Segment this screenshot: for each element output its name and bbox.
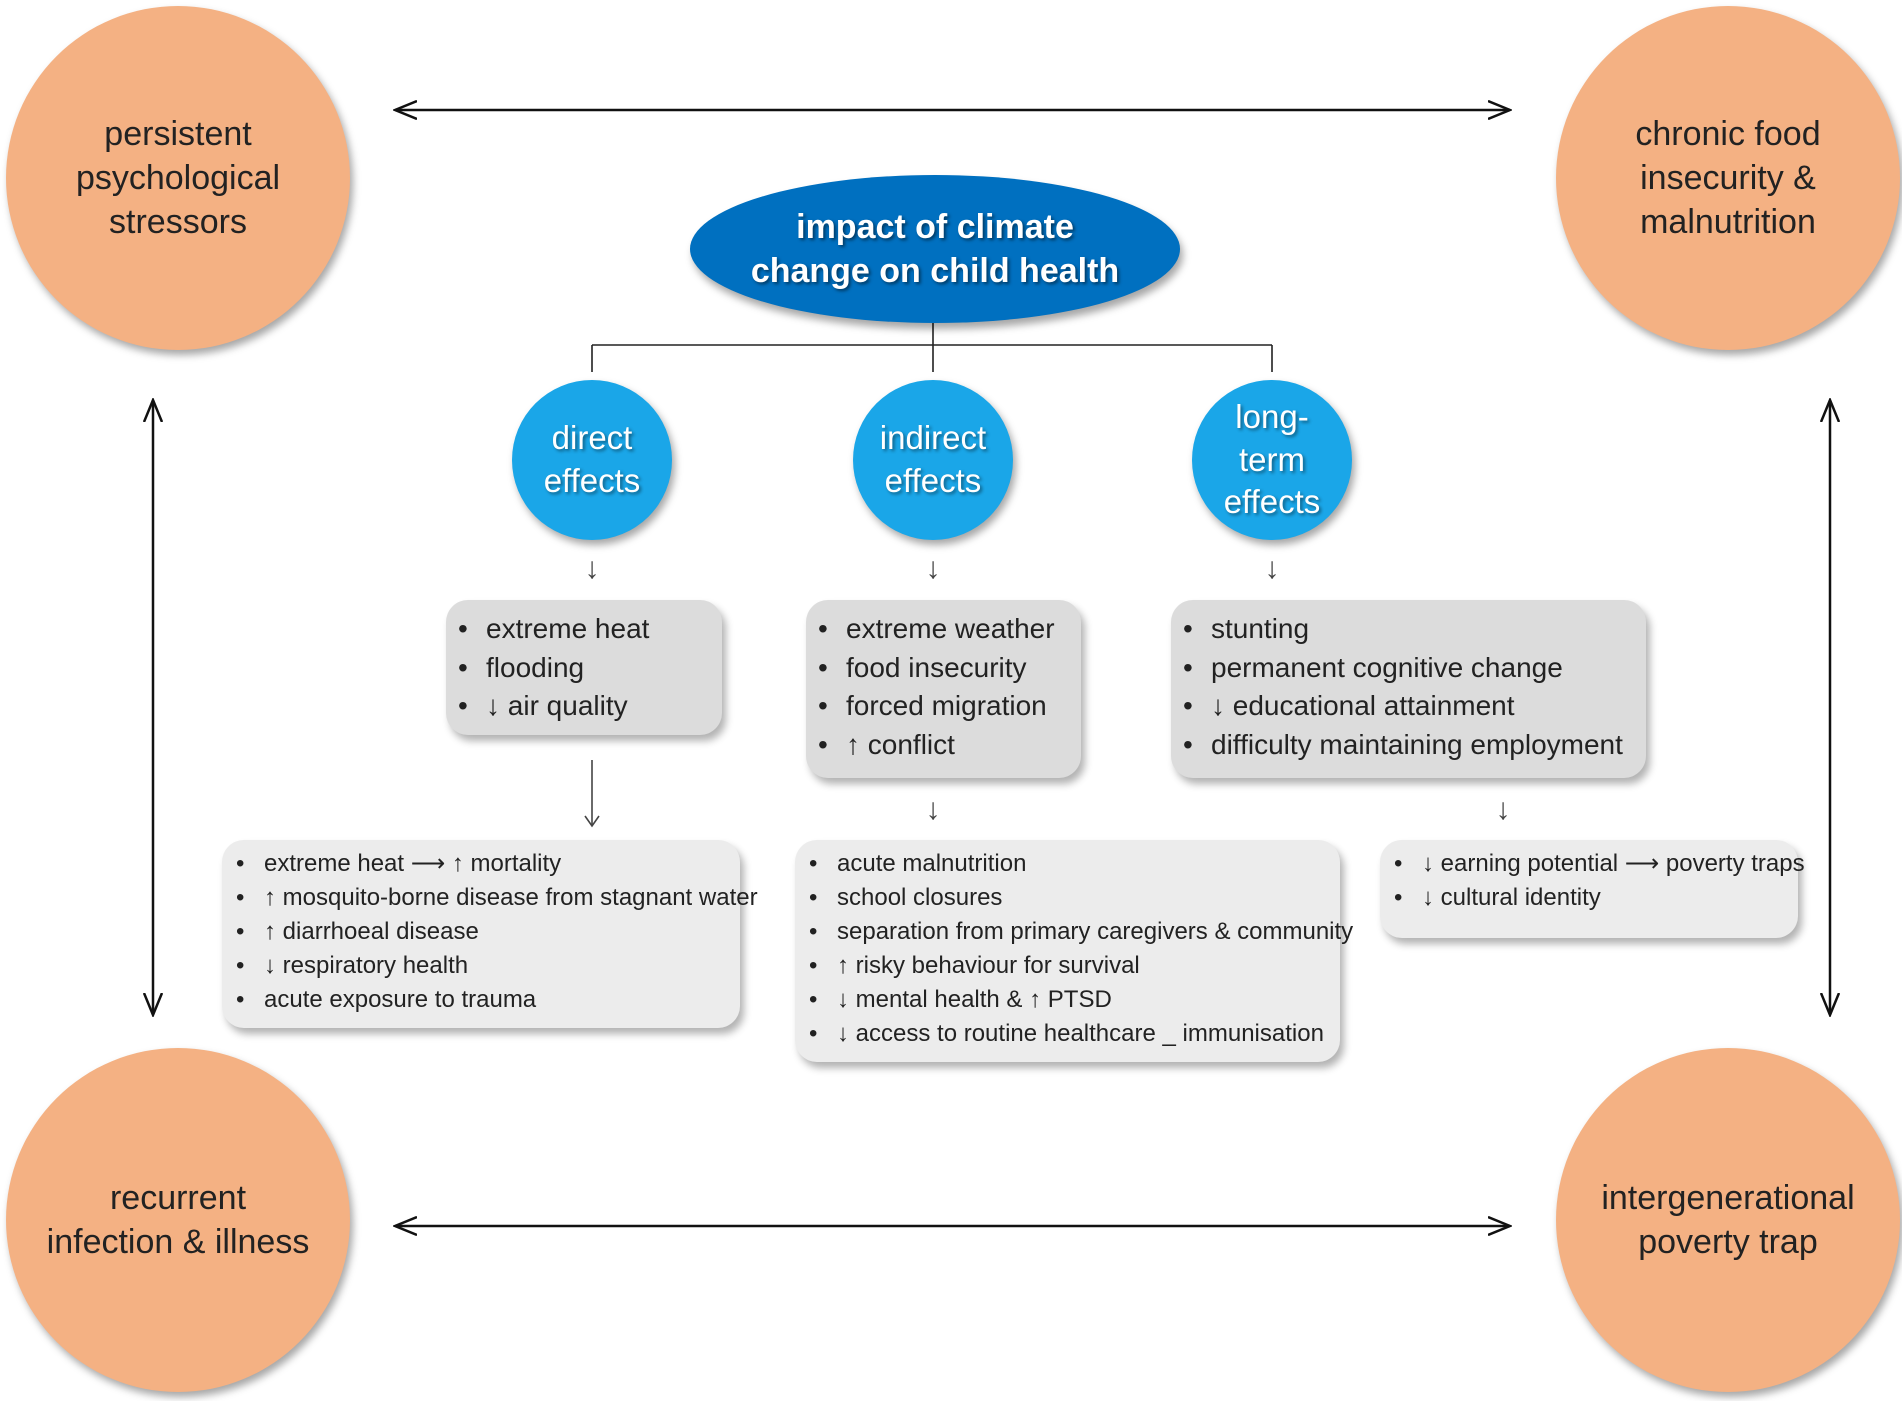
list-item: extreme heat xyxy=(458,610,708,649)
direct-outcomes-list: extreme heat ⟶ ↑ mortality↑ mosquito-bor… xyxy=(236,847,758,1017)
long-term-outcomes-list: ↓ earning potential ⟶ poverty traps↓ cul… xyxy=(1394,847,1805,915)
direct-outcomes-box: extreme heat ⟶ ↑ mortality↑ mosquito-bor… xyxy=(222,840,758,1028)
indirect-causes-box: extreme weatherfood insecurityforced mig… xyxy=(806,600,1081,778)
list-item: forced migration xyxy=(818,687,1067,726)
list-item: school closures xyxy=(809,881,1326,915)
long-term-causes-list: stuntingpermanent cognitive change↓ educ… xyxy=(1183,610,1632,765)
list-item: ↑ risky behaviour for survival xyxy=(809,949,1326,983)
list-item: extreme heat ⟶ ↑ mortality xyxy=(236,847,726,881)
list-item: acute malnutrition xyxy=(809,847,1326,881)
list-item: food insecurity xyxy=(818,649,1067,688)
list-item: ↓ educational attainment xyxy=(1183,687,1632,726)
indirect-causes-list: extreme weatherfood insecurityforced mig… xyxy=(818,610,1067,765)
list-item: ↓ respiratory health xyxy=(236,949,726,983)
corner-recurrent-infection: recurrent infection & illness xyxy=(6,1048,350,1392)
arrow-indirect-to-outcomes: ↓ xyxy=(925,793,941,826)
effect-long-term: long- term effects xyxy=(1192,380,1352,540)
list-item: stunting xyxy=(1183,610,1632,649)
list-item: ↑ diarrhoeal disease xyxy=(236,915,726,949)
list-item: flooding xyxy=(458,649,708,688)
direct-causes-box: extreme heatflooding↓ air quality xyxy=(446,600,722,735)
arrow-direct-to-causes: ↓ xyxy=(584,552,600,585)
effect-indirect: indirect effects xyxy=(853,380,1013,540)
list-item: acute exposure to trauma xyxy=(236,983,726,1017)
corner-poverty-trap: intergenerational poverty trap xyxy=(1556,1048,1900,1392)
list-item: ↓ cultural identity xyxy=(1394,881,1784,915)
list-item: ↑ conflict xyxy=(818,726,1067,765)
corner-psychological-stressors: persistent psychological stressors xyxy=(6,6,350,350)
arrow-long-term-to-outcomes: ↓ xyxy=(1495,793,1511,826)
list-item: ↓ mental health & ↑ PTSD xyxy=(809,983,1326,1017)
title-branch-connector xyxy=(591,323,1273,372)
list-item: separation from primary caregivers & com… xyxy=(809,915,1353,949)
list-item: difficulty maintaining employment xyxy=(1183,726,1632,765)
arrow-long-term-to-causes: ↓ xyxy=(1264,552,1280,585)
corner-food-insecurity: chronic food insecurity & malnutrition xyxy=(1556,6,1900,350)
list-item: ↓ earning potential ⟶ poverty traps xyxy=(1394,847,1805,881)
list-item: permanent cognitive change xyxy=(1183,649,1632,688)
list-item: extreme weather xyxy=(818,610,1067,649)
diagram-title: impact of climate change on child health xyxy=(690,175,1180,323)
arrow-indirect-to-causes: ↓ xyxy=(925,552,941,585)
long-term-causes-box: stuntingpermanent cognitive change↓ educ… xyxy=(1171,600,1646,778)
list-item: ↓ air quality xyxy=(458,687,708,726)
effect-direct: direct effects xyxy=(512,380,672,540)
list-item: ↓ access to routine healthcare _ immunis… xyxy=(809,1017,1326,1051)
long-term-outcomes-box: ↓ earning potential ⟶ poverty traps↓ cul… xyxy=(1380,840,1805,938)
list-item: ↑ mosquito-borne disease from stagnant w… xyxy=(236,881,758,915)
direct-causes-list: extreme heatflooding↓ air quality xyxy=(458,610,708,726)
indirect-outcomes-list: acute malnutritionschool closuresseparat… xyxy=(809,847,1353,1051)
indirect-outcomes-box: acute malnutritionschool closuresseparat… xyxy=(795,840,1353,1062)
